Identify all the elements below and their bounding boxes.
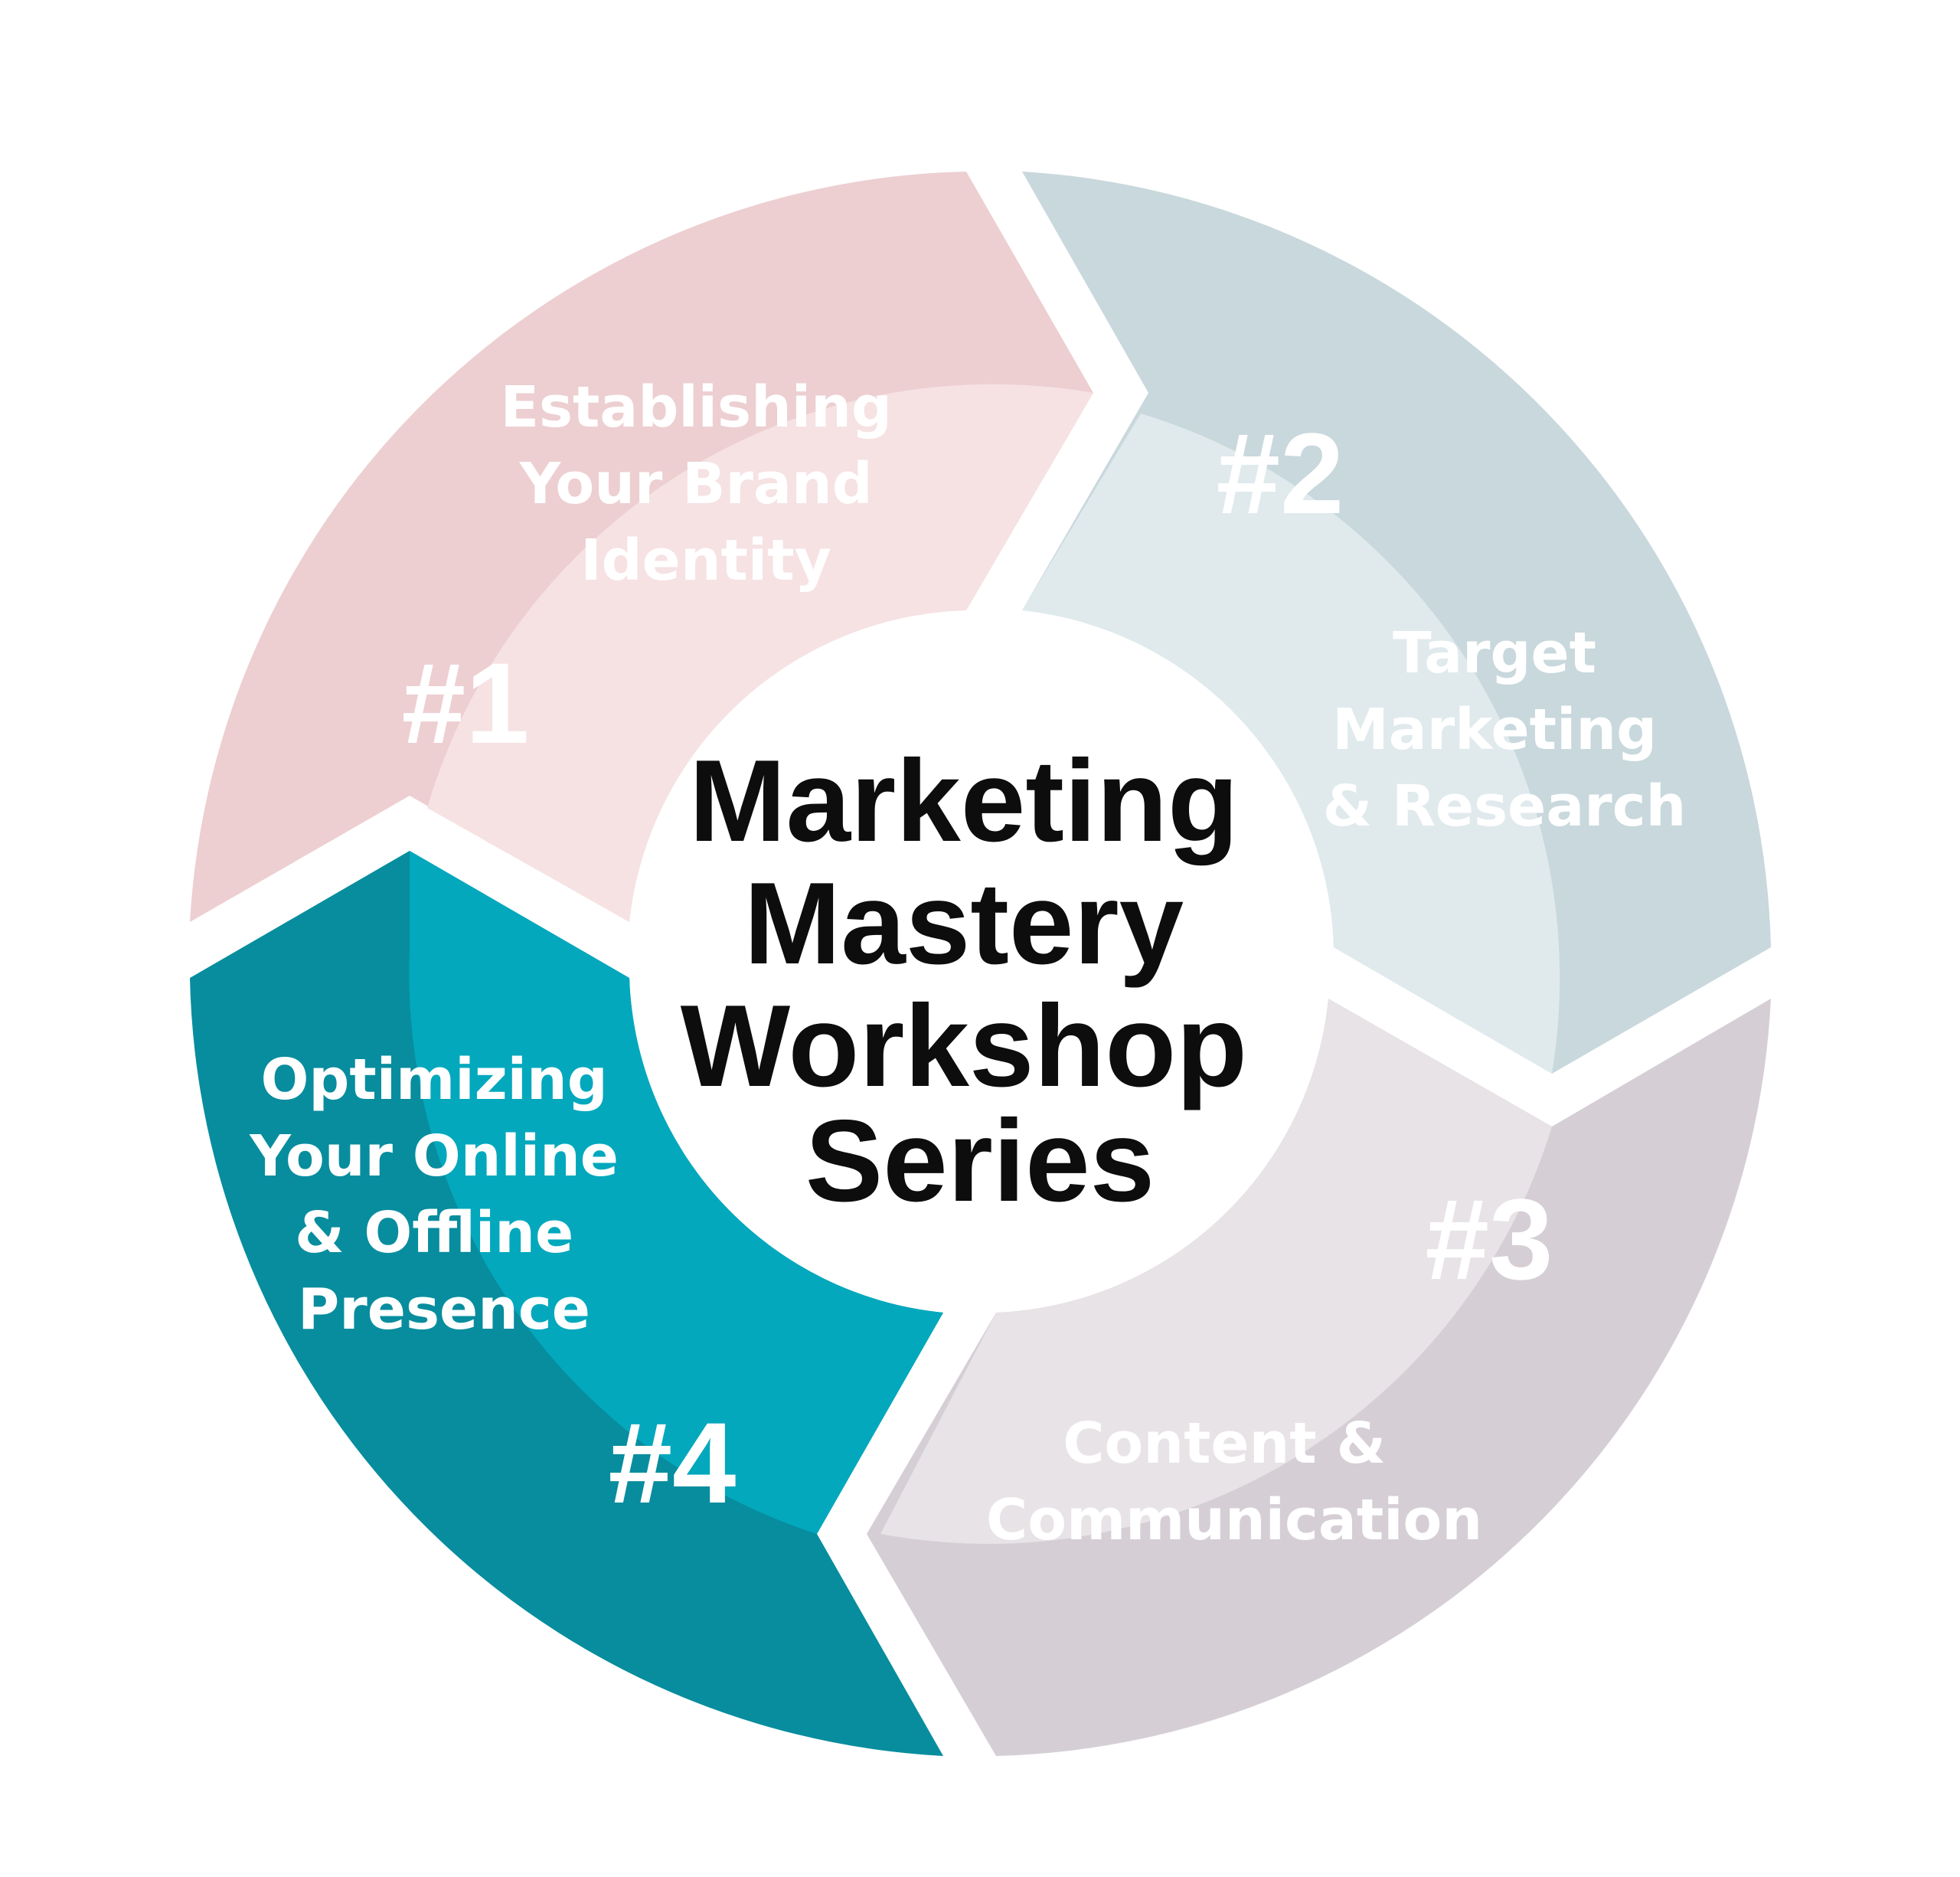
center-title-line-3: Workshop xyxy=(681,981,1247,1111)
step-4-segment: #4 Optimizing Your Online & Offline Pres… xyxy=(190,851,943,1756)
step-4-title-line-1: Optimizing xyxy=(261,1047,608,1113)
step-1-title-line-3: Identity xyxy=(580,528,831,594)
step-3-title-line-1: Content & xyxy=(1063,1411,1386,1476)
step-4-title-line-3: & Offline xyxy=(295,1200,573,1266)
step-2-title-line-3: & Research xyxy=(1323,773,1687,839)
step-4-title: Optimizing Your Online & Offline Presenc… xyxy=(249,1047,639,1342)
step-2-inner-band xyxy=(1022,414,1560,1074)
step-3-segment: #3 Content & Communication xyxy=(867,999,1771,1756)
center-circle xyxy=(634,615,1326,1307)
step-1-title-line-2: Your Brand xyxy=(519,451,873,517)
step-1-segment: #1 Establishing Your Brand Identity xyxy=(190,172,1093,922)
step-1-title-line-1: Establishing xyxy=(500,374,891,440)
step-4-inner-band xyxy=(409,851,943,1534)
step-2-number: #2 xyxy=(1217,409,1344,538)
step-4-title-line-2: Your Online xyxy=(249,1123,619,1189)
step-2-segment: #2 Target Marketing & Research xyxy=(1022,172,1771,1074)
step-1-inner-band xyxy=(427,384,1093,922)
step-3-title-line-2: Communication xyxy=(986,1487,1482,1553)
step-3-title: Content & Communication xyxy=(986,1411,1482,1553)
step-2-title-line-2: Marketing xyxy=(1332,697,1657,763)
step-1-title: Establishing Your Brand Identity xyxy=(500,374,911,594)
center-title: Marketing Mastery Workshop Series xyxy=(681,736,1280,1226)
center-title-line-4: Series xyxy=(805,1096,1155,1226)
step-4-number: #4 xyxy=(609,1398,737,1527)
step-2-title: Target Marketing & Research xyxy=(1323,620,1687,839)
center-title-line-2: Mastery xyxy=(744,858,1184,989)
center-title-line-1: Marketing xyxy=(689,736,1239,866)
step-4-title-line-4: Presence xyxy=(298,1277,590,1342)
step-3-inner-band xyxy=(880,999,1552,1544)
center-hub: Marketing Mastery Workshop Series xyxy=(634,615,1326,1307)
step-2-title-line-1: Target xyxy=(1393,620,1596,686)
step-1-number: #1 xyxy=(402,639,530,767)
step-3-number: #3 xyxy=(1426,1175,1553,1303)
